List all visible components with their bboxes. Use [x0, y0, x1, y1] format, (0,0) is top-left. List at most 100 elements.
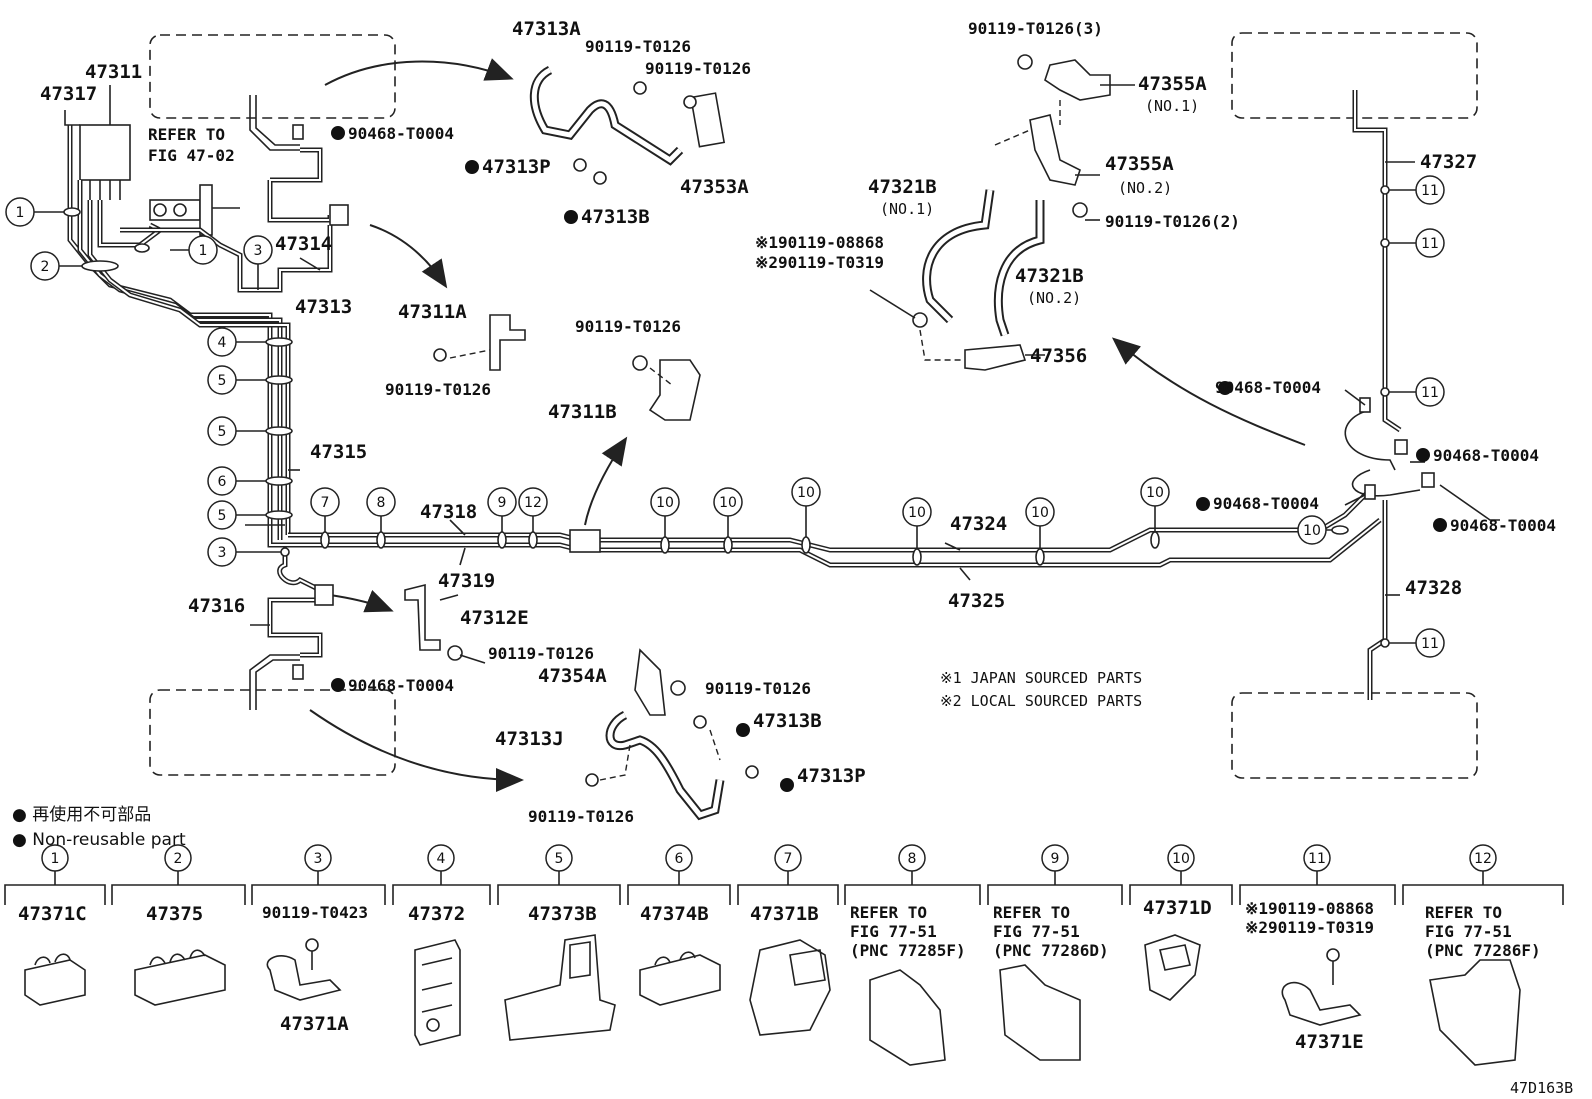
- legend-2-label: 47375: [146, 903, 203, 925]
- label-47314: 47314: [275, 233, 332, 255]
- legend-num-1: 1: [51, 851, 60, 867]
- callout-5a: 5: [218, 373, 227, 389]
- label-47313A: 47313A: [512, 18, 581, 40]
- callout-10b: 10: [719, 495, 737, 511]
- callout-10f: 10: [1146, 485, 1164, 501]
- legend-12-line1: REFER TO: [1425, 903, 1502, 922]
- callout-6: 6: [218, 474, 227, 490]
- drawing-code: 47D163B: [1510, 1079, 1573, 1097]
- union-main: [569, 529, 601, 553]
- bracket-47356: [869, 289, 1027, 371]
- label-47355A-no2: 47355A: [1105, 153, 1174, 175]
- arrow-to-47312E: [329, 589, 394, 613]
- bracket-47311A: [433, 314, 526, 371]
- legend-7-label: 47371B: [750, 903, 819, 925]
- label-90468-f: 90468-T0004: [1450, 516, 1556, 535]
- label-47315: 47315: [310, 441, 367, 463]
- line-47319: [288, 518, 1382, 568]
- callout-numbers: 1 1 2 3 4 5 5 6 5 3 7 8 9 12 10 10 10 10…: [16, 183, 1439, 652]
- callout-11c: 11: [1421, 385, 1439, 401]
- label-47321B-no1-sub: (NO.1): [880, 200, 934, 218]
- label-47327: 47327: [1420, 151, 1477, 173]
- line-47316: [267, 548, 323, 658]
- legend-9-line1: REFER TO: [993, 903, 1070, 922]
- bracket-47355A-no1: [1017, 54, 1111, 101]
- label-90468-b: 90468-T0004: [348, 676, 454, 695]
- label-90119-313a-2: 90119-T0126: [645, 59, 751, 78]
- callout-3b: 3: [218, 545, 227, 561]
- label-refer-fig-2: FIG 47-02: [148, 146, 235, 165]
- legend-12-line2: FIG 77-51: [1425, 922, 1512, 941]
- clip-90468-a: [292, 124, 304, 140]
- wheel-area-box-front-left: [149, 34, 396, 119]
- hose-47321B-no1: [922, 189, 995, 324]
- label-47321B-no2: 47321B: [1015, 265, 1084, 287]
- legend-num-9: 9: [1051, 851, 1060, 867]
- line-47328: [1367, 500, 1388, 700]
- label-ref1-356: ※190119-08868: [755, 233, 884, 252]
- note-nonreusable-en: ● Non-reusable part: [12, 830, 186, 850]
- label-47321B-no1: 47321B: [868, 176, 937, 198]
- callout-10g: 10: [1303, 523, 1321, 539]
- label-47355A-no1: 47355A: [1138, 73, 1207, 95]
- label-90468-d: 90468-T0004: [1433, 446, 1539, 465]
- legend-num-8: 8: [908, 851, 917, 867]
- callout-11b: 11: [1421, 236, 1439, 252]
- legend-num-6: 6: [675, 851, 684, 867]
- legend-clamp-sketches: [24, 934, 1521, 1066]
- legend-5-label: 47373B: [528, 903, 597, 925]
- label-47356: 47356: [1030, 345, 1087, 367]
- callout-10e: 10: [1031, 505, 1049, 521]
- bracket-47312E: [404, 583, 463, 661]
- non-reusable-dots: [331, 126, 1447, 792]
- line-47327: [1352, 90, 1402, 433]
- legend-4-label: 47372: [408, 903, 465, 925]
- label-47317: 47317: [40, 83, 97, 105]
- legend-callouts: [41, 844, 1497, 872]
- label-90119-311b: 90119-T0126: [575, 317, 681, 336]
- legend-8-line1: REFER TO: [850, 903, 927, 922]
- label-47313: 47313: [295, 296, 352, 318]
- callout-5c: 5: [218, 508, 227, 524]
- union-47316: [314, 584, 334, 606]
- callout-3a: 3: [254, 243, 263, 259]
- flex-line-right-upper: [1344, 409, 1396, 471]
- callout-10c: 10: [797, 485, 815, 501]
- callout-9: 9: [498, 495, 507, 511]
- diagram-callouts: [5, 175, 1445, 658]
- label-47355A-no2-sub: (NO.2): [1118, 179, 1172, 197]
- abs-actuator-block: [79, 124, 240, 236]
- legend-11-line1: ※190119-08868: [1245, 899, 1374, 918]
- legend-num-12: 12: [1474, 851, 1492, 867]
- label-47313J: 47313J: [495, 728, 564, 750]
- callout-1a: 1: [16, 205, 25, 221]
- label-refer-fig-1: REFER TO: [148, 125, 225, 144]
- label-ref2-356: ※290119-T0319: [755, 253, 884, 272]
- bracket-47354A: [634, 648, 686, 716]
- flex-line-rear-left: [249, 654, 300, 710]
- flex-line-right-lower: [1351, 469, 1421, 497]
- label-47318: 47318: [420, 501, 477, 523]
- label-47324: 47324: [950, 513, 1007, 535]
- legend-brackets: [4, 871, 1564, 905]
- label-47311: 47311: [85, 61, 142, 83]
- label-90119-355a2: 90119-T0126(2): [1105, 212, 1240, 231]
- legend-3-part: 47371A: [280, 1013, 349, 1035]
- legend-num-11: 11: [1308, 851, 1326, 867]
- legend-num-4: 4: [437, 851, 446, 867]
- part-labels: 47311 47317 REFER TO FIG 47-02 90468-T00…: [12, 18, 1573, 1097]
- clamp-marks: [63, 185, 1390, 648]
- callout-2: 2: [41, 259, 50, 275]
- legend-3-label: 90119-T0423: [262, 903, 368, 922]
- label-47316: 47316: [188, 595, 245, 617]
- label-47328: 47328: [1405, 577, 1462, 599]
- union-47314: [329, 204, 349, 226]
- note-local-sourced: ※2 LOCAL SOURCED PARTS: [940, 692, 1142, 710]
- legend-text: 1 2 3 4 5 6 7 8 9 10 11 12 47371C 47375 …: [18, 851, 1541, 1053]
- label-47321B-no2-sub: (NO.2): [1027, 289, 1081, 307]
- callout-10d: 10: [908, 505, 926, 521]
- arrow-to-47311B: [584, 436, 628, 526]
- legend-num-5: 5: [555, 851, 564, 867]
- legend-10-label: 47371D: [1143, 897, 1212, 919]
- bracket-47311B: [632, 355, 701, 421]
